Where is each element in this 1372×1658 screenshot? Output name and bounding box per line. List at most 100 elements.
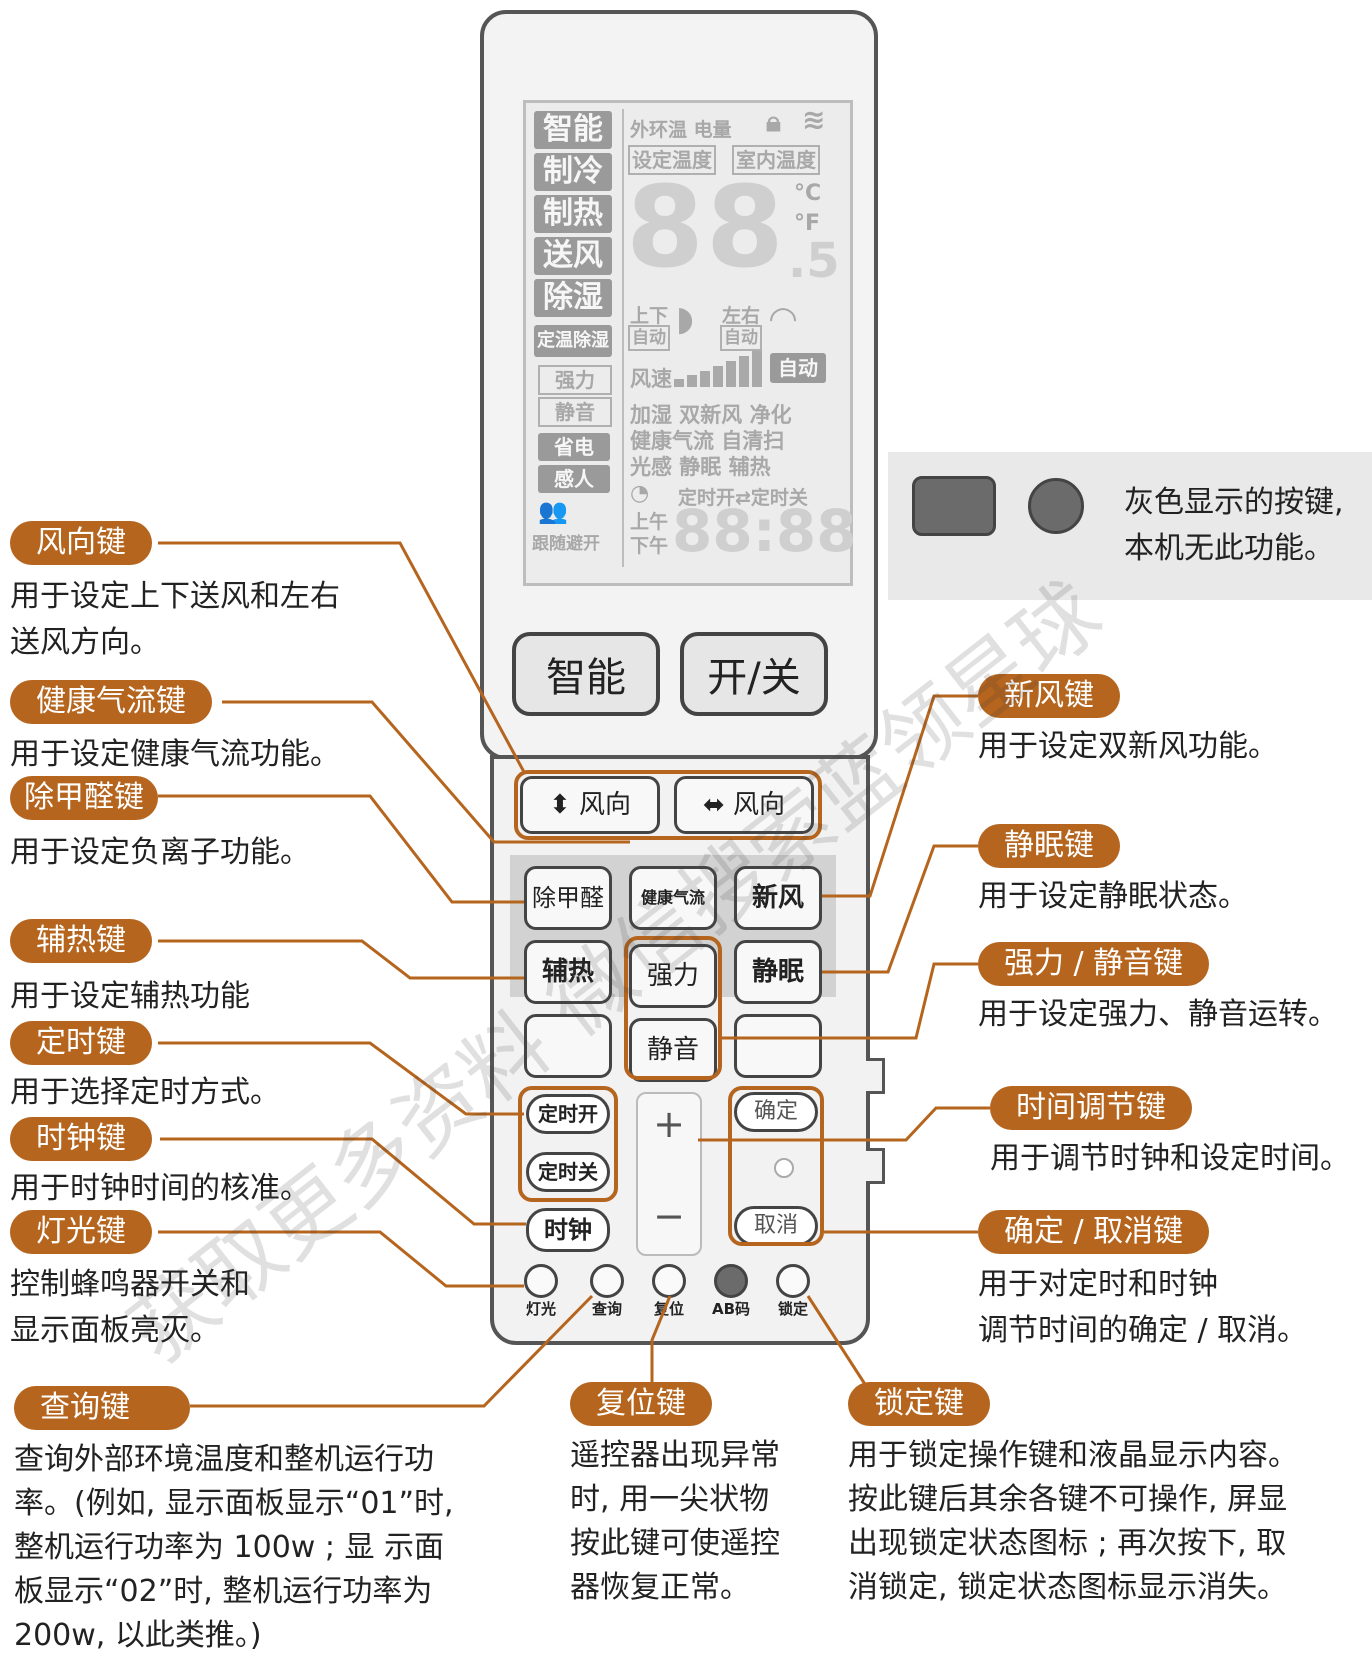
lock-desc: 用于锁定操作键和液晶显示内容。 按此键后其余各键不可操作, 屏显 出现锁定状态图… (848, 1438, 1298, 1605)
reset-tag: 复位键 (570, 1382, 712, 1426)
ab-code-label: AB码 (711, 1300, 751, 1318)
lcd-pm: 下午 (630, 535, 669, 557)
aux-heat-key[interactable]: 辅热 (524, 940, 612, 1004)
horizontal-swing-icon: ◠ (770, 299, 797, 339)
turbo-mute-highlight (624, 936, 722, 1080)
lock-label: 锁定 (777, 1300, 808, 1318)
minus-button[interactable]: − (653, 1194, 685, 1238)
lock-button[interactable] (776, 1264, 810, 1298)
light-desc: 控制蜂鸣器开关和 显示面板亮灭。 (10, 1267, 250, 1348)
legend-text: 灰色显示的按键, 本机无此功能。 (1124, 485, 1344, 566)
lcd-clock-digits: 88:88 (672, 497, 857, 565)
vertical-swing-button[interactable]: ⬍ 风向 (520, 776, 660, 834)
lcd-screen: 智能 制冷 制热 送风 除湿 定温除湿 强力 静音 省电 感人 👥 跟随避开 外… (523, 100, 857, 586)
lcd-mute: 静音 (538, 397, 612, 427)
lcd-temp-digits: 88 (626, 163, 786, 293)
time-adjust-desc: 用于调节时钟和设定时间。 (990, 1141, 1350, 1176)
light-tag: 灯光键 (10, 1210, 152, 1254)
lcd-leftright: 左右 (722, 305, 761, 327)
query-tag: 查询键 (14, 1386, 190, 1430)
wind-dir-desc: 用于设定上下送风和左右 送风方向。 (10, 579, 340, 660)
lcd-mode-cool: 制冷 (534, 153, 612, 191)
lcd-unit-c: °C (794, 181, 822, 206)
vertical-swing-icon: ◗ (676, 299, 694, 339)
query-desc: 查询外部环境温度和整机运行功 率。(例如, 显示面板显示“01”时, 整机运行功… (14, 1442, 454, 1653)
plus-button[interactable]: + (653, 1102, 685, 1146)
sleep-tag: 静眠键 (978, 824, 1120, 868)
confirm-cancel-highlight (728, 1086, 824, 1246)
power-button[interactable]: 开/关 (680, 632, 828, 716)
aux-heat-desc: 用于设定辅热功能 (10, 979, 250, 1014)
mute-key-label: 静音 (646, 1035, 699, 1065)
grey-key-sample (912, 476, 996, 536)
lcd-timer-row: 定时开⇄定时关 (678, 487, 808, 509)
turbo-mute-desc: 用于设定强力、静音运转。 (978, 997, 1338, 1032)
time-rocker[interactable]: + − (636, 1092, 702, 1256)
timer-off-button[interactable]: 定时关 (526, 1152, 610, 1192)
lcd-fan-auto: 自动 (770, 353, 826, 383)
ab-code-button[interactable] (714, 1264, 748, 1298)
clock-button[interactable]: 时钟 (526, 1208, 610, 1252)
confirm-cancel-tag: 确定 / 取消键 (978, 1210, 1210, 1254)
side-tab-1 (866, 1058, 885, 1094)
wind-dir-tag: 风向键 (10, 521, 152, 565)
fan-speed-bars-icon (674, 351, 762, 387)
health-air-tag: 健康气流键 (10, 680, 212, 724)
lock-tag: 锁定键 (848, 1382, 990, 1426)
lcd-eco: 省电 (538, 433, 610, 461)
clock-tag: 时钟键 (10, 1117, 152, 1161)
lcd-unit-f: °F (794, 211, 821, 236)
lcd-updown: 上下 (630, 305, 669, 327)
light-button[interactable] (524, 1264, 558, 1298)
clock-icon: ◔ (630, 481, 650, 506)
aux-heat-tag: 辅热键 (10, 919, 152, 963)
sleep-desc: 用于设定静眠状态。 (978, 879, 1248, 914)
lcd-am: 上午 (630, 511, 669, 533)
lcd-fan-speed: 风速 (630, 367, 672, 391)
lcd-mode-dry: 除湿 (534, 279, 612, 317)
formaldehyde-key[interactable]: 除甲醛 (524, 866, 612, 930)
lcd-set-temp: 设定温度 (628, 145, 716, 175)
left-right-arrow-icon: ⬌ (702, 790, 725, 820)
sleep-key[interactable]: 静眠 (734, 940, 822, 1004)
formaldehyde-tag: 除甲醛键 (10, 776, 158, 820)
timer-desc: 用于选择定时方式。 (10, 1075, 280, 1110)
timer-highlight (518, 1086, 618, 1202)
turbo-key[interactable]: 强力 (629, 944, 717, 1008)
light-label: 灯光 (525, 1300, 556, 1318)
reset-desc: 遥控器出现异常 时, 用一尖状物 按此键可使遥控 器恢复正常。 (570, 1438, 780, 1605)
vertical-swing-label: 风向 (579, 790, 632, 820)
horizontal-swing-label: 风向 (733, 790, 786, 820)
wifi-icon: ≋ (802, 103, 826, 136)
grey-button-sample (1028, 478, 1084, 534)
health-air-key[interactable]: 健康气流 (629, 866, 717, 930)
mute-key[interactable]: 静音 (629, 1018, 717, 1082)
blank-key-left[interactable] (524, 1014, 612, 1078)
horizontal-swing-button[interactable]: ⬌ 风向 (674, 776, 814, 834)
lcd-mode-const-dry: 定温除湿 (534, 325, 612, 357)
lcd-mode-heat: 制热 (534, 195, 612, 233)
lcd-func-row2: 健康气流 自清扫 (630, 429, 785, 453)
query-button[interactable] (590, 1264, 624, 1298)
smart-button[interactable]: 智能 (512, 632, 660, 716)
lcd-func-row3: 光感 静眠 辅热 (630, 455, 771, 479)
confirm-button[interactable]: 确定 (734, 1092, 818, 1132)
blank-key-right[interactable] (734, 1014, 822, 1078)
timer-on-button[interactable]: 定时开 (526, 1094, 610, 1134)
health-air-desc: 用于设定健康气流功能。 (10, 737, 340, 772)
lcd-mode-smart: 智能 (534, 111, 612, 149)
lcd-sense: 感人 (538, 465, 610, 493)
lcd-turbo: 强力 (538, 365, 612, 395)
lcd-follow: 跟随避开 (532, 534, 600, 554)
lcd-mode-fan: 送风 (534, 237, 612, 275)
lcd-leftright-auto: 自动 (720, 325, 762, 351)
side-tab-2 (866, 1148, 885, 1184)
fresh-air-desc: 用于设定双新风功能。 (978, 729, 1278, 764)
lcd-half-digit: .5 (788, 233, 840, 289)
indicator-dot (774, 1158, 794, 1178)
fresh-air-key[interactable]: 新风 (734, 866, 822, 930)
fresh-air-tag: 新风键 (978, 674, 1120, 718)
turbo-mute-tag: 强力 / 静音键 (978, 942, 1210, 986)
formaldehyde-desc: 用于设定负离子功能。 (10, 835, 310, 870)
